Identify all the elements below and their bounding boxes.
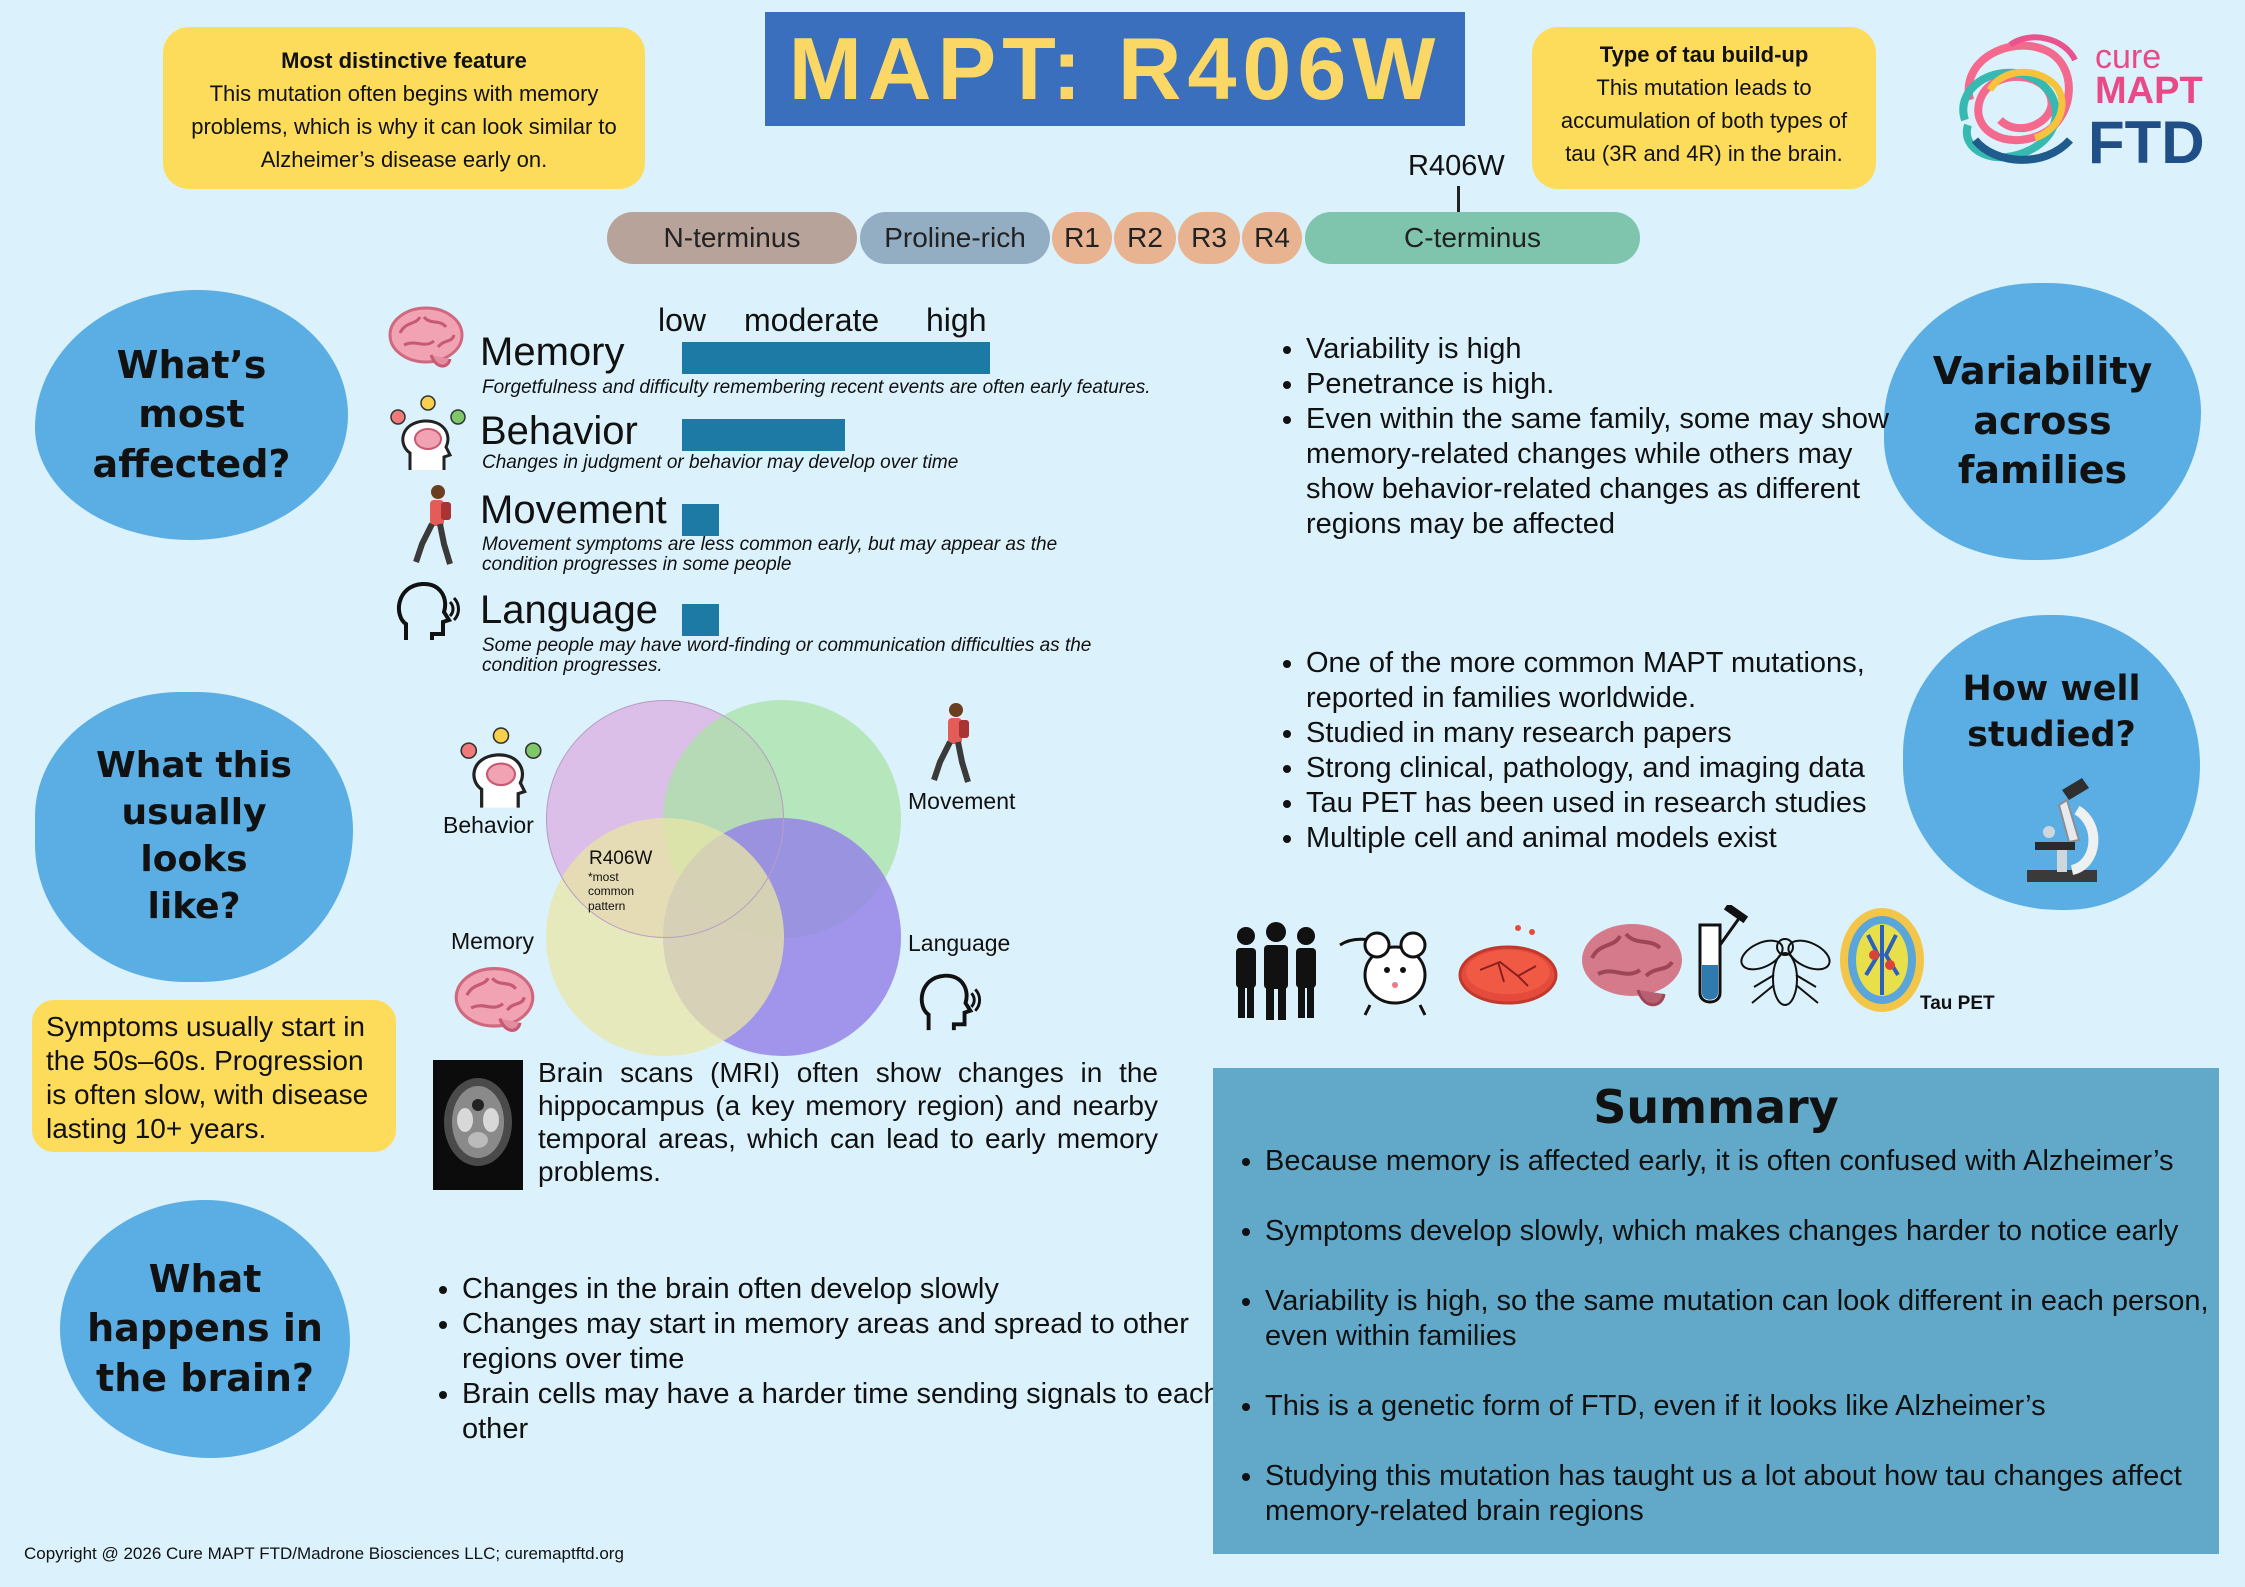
tau-buildup-box: Type of tau build-up This mutation leads…	[1532, 27, 1876, 189]
symptom-memory-bar	[682, 342, 990, 374]
cure-mapt-ftd-logo: cure MAPT FTD	[1950, 30, 2215, 180]
page-title: MAPT: R406W	[765, 12, 1465, 126]
venn-movement-icon	[931, 703, 971, 783]
venn-behavior-icon	[460, 727, 542, 808]
feature-heading: Most distinctive feature	[281, 48, 527, 73]
list-item: Even within the same family, some may sh…	[1306, 402, 1926, 542]
segment-r1: R1	[1052, 212, 1112, 264]
logo-mapt: MAPT	[2095, 70, 2203, 112]
walking-person-icon	[413, 485, 453, 565]
blob-what-this-looks-like: What this usually looks like?	[35, 692, 353, 982]
venn-language-icon	[919, 973, 982, 1031]
petri-dish-icon	[1458, 925, 1558, 1005]
venn-outlines	[546, 700, 784, 938]
list-item: Multiple cell and animal models exist	[1306, 821, 1946, 856]
how-well-studied-label: How well studied?	[1962, 669, 2141, 755]
list-item: Strong clinical, pathology, and imaging …	[1306, 751, 1946, 786]
blob-whats-most-affected: What’s most affected?	[35, 290, 348, 540]
list-item: Variability is high	[1306, 332, 1926, 367]
venn-center-label: R406W	[589, 848, 653, 869]
segment-n-terminus: N-terminus	[607, 212, 857, 264]
fruit-fly-icon	[1740, 938, 1831, 1006]
mri-scan-image	[433, 1060, 523, 1190]
logo-ftd: FTD	[2088, 109, 2205, 176]
blob-how-well-studied: How well studied?	[1903, 615, 2200, 910]
symptom-language-desc: Some people may have word-finding or com…	[482, 635, 1092, 676]
list-item: Changes may start in memory areas and sp…	[462, 1307, 1222, 1377]
logo-cure: cure	[2095, 38, 2162, 76]
symptom-language-label: Language	[480, 588, 658, 632]
symptom-memory-desc: Forgetfulness and difficulty remembering…	[482, 377, 1151, 398]
list-item: Tau PET has been used in research studie…	[1306, 786, 1946, 821]
summary-list: Because memory is affected early, it is …	[1213, 1144, 2215, 1564]
list-item: Symptoms develop slowly, which makes cha…	[1265, 1214, 2215, 1249]
variability-list: Variability is high Penetrance is high. …	[1270, 332, 1926, 542]
copyright-footer: Copyright @ 2026 Cure MAPT FTD/Madrone B…	[24, 1544, 624, 1563]
list-item: One of the more common MAPT mutations, r…	[1306, 646, 1946, 716]
studied-list: One of the more common MAPT mutations, r…	[1270, 646, 1946, 856]
people-group-icon	[1236, 922, 1316, 1020]
tau-pet-label: Tau PET	[1920, 993, 1995, 1014]
venn-memory-label: Memory	[451, 928, 535, 954]
symptom-behavior-desc: Changes in judgment or behavior may deve…	[482, 452, 959, 473]
segment-proline-rich: Proline-rich	[860, 212, 1050, 264]
behavior-head-icon	[390, 395, 466, 470]
list-item: Changes in the brain often develop slowl…	[462, 1272, 1222, 1307]
venn-center-note: *most common pattern	[588, 870, 635, 913]
blob-what-happens-in-brain: What happens in the brain?	[60, 1200, 350, 1458]
symptom-behavior-label: Behavior	[480, 409, 638, 453]
tau-text: This mutation leads to accumulation of b…	[1560, 75, 1848, 166]
tau-heading: Type of tau build-up	[1599, 42, 1809, 67]
symptom-memory-label: Memory	[480, 330, 625, 374]
segment-c-terminus: C-terminus	[1305, 212, 1640, 264]
mutation-marker-label: R406W	[1408, 150, 1505, 182]
segment-r4: R4	[1242, 212, 1302, 264]
logo-scribble-icon	[1959, 34, 2078, 164]
list-item: This is a genetic form of FTD, even if i…	[1265, 1389, 2215, 1424]
symptom-behavior-bar	[682, 419, 845, 451]
scale-low: low	[658, 302, 707, 338]
mouse-icon	[1339, 931, 1427, 1016]
list-item: Brain cells may have a harder time sendi…	[462, 1377, 1222, 1447]
list-item: Studying this mutation has taught us a l…	[1265, 1459, 2215, 1529]
venn-memory-icon	[454, 967, 535, 1032]
venn-behavior-label: Behavior	[443, 812, 534, 838]
list-item: Studied in many research papers	[1306, 716, 1946, 751]
tau-pet-scan-icon	[1840, 908, 1924, 1012]
list-item: Because memory is affected early, it is …	[1265, 1144, 2215, 1179]
scale-high: high	[926, 302, 987, 338]
symptom-movement-bar	[682, 504, 719, 536]
list-item: Variability is high, so the same mutatio…	[1265, 1284, 2215, 1354]
brain-model-icon	[1582, 924, 1682, 1007]
blob-variability-across-families: Variability across families	[1884, 283, 2201, 560]
microscope-icon	[2027, 778, 2099, 882]
symptom-movement-desc: Movement symptoms are less common early,…	[482, 534, 1058, 575]
summary-panel: Summary Because memory is affected early…	[1213, 1068, 2219, 1554]
venn-language-label: Language	[908, 930, 1011, 956]
feature-text: This mutation often begins with memory p…	[191, 81, 617, 172]
brain-icon	[388, 306, 464, 368]
venn-movement-label: Movement	[908, 788, 1016, 814]
segment-r3: R3	[1178, 212, 1240, 264]
segment-r2: R2	[1114, 212, 1176, 264]
mri-description: Brain scans (MRI) often show changes in …	[538, 1057, 1158, 1187]
symptom-language-bar	[682, 604, 719, 636]
speaking-head-icon	[397, 581, 460, 640]
scale-moderate: moderate	[744, 302, 880, 338]
summary-title: Summary	[1593, 1080, 1839, 1134]
brain-changes-list: Changes in the brain often develop slowl…	[426, 1272, 1222, 1447]
symptom-movement-label: Movement	[480, 488, 667, 532]
onset-box: Symptoms usually start in the 50s–60s. P…	[32, 1000, 396, 1152]
list-item: Penetrance is high.	[1306, 367, 1926, 402]
test-tube-icon	[1698, 905, 1749, 1004]
mutation-marker-tick	[1457, 186, 1460, 212]
distinctive-feature-box: Most distinctive feature This mutation o…	[163, 27, 645, 189]
